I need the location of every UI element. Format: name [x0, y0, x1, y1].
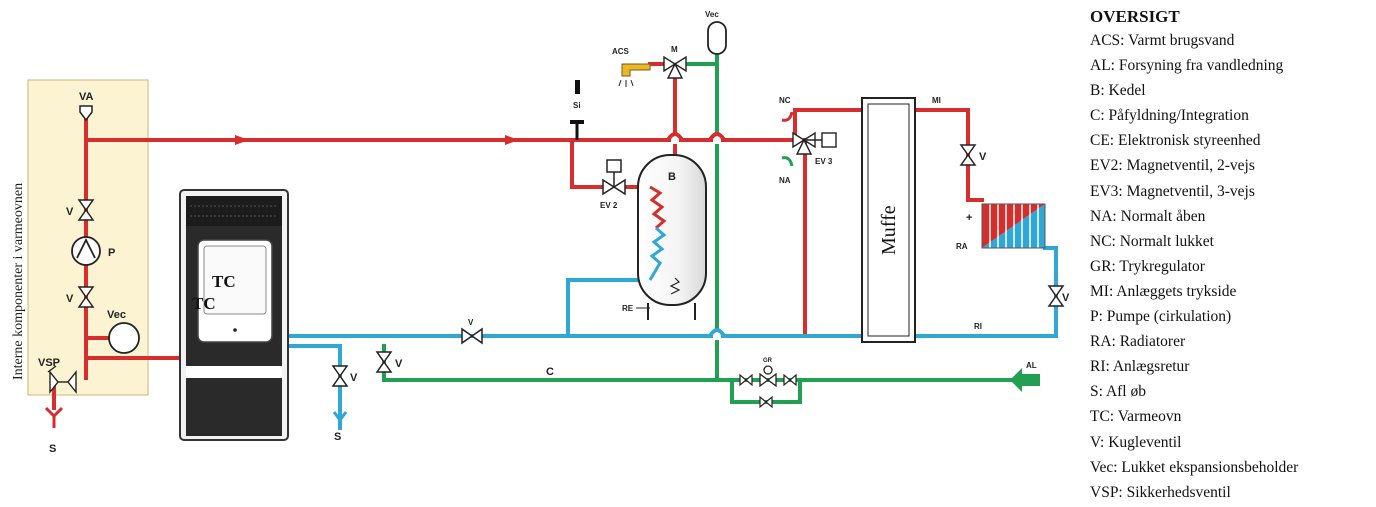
flow-arrow [235, 135, 249, 145]
legend-item: EV2: Magnetventil, 2-vejs [1090, 157, 1255, 175]
mi-label: MI [932, 96, 941, 105]
hydraulic-diagram: Interne komponenter i varmeovnen [11, 10, 1070, 455]
legend-item: B: Kedel [1090, 82, 1146, 100]
gr-label: GR [763, 358, 773, 364]
pipe-crossover-gap [713, 136, 721, 144]
legend-item: NA: Normalt åben [1090, 207, 1206, 225]
pipe-crossover-gap [671, 136, 679, 144]
valve-v-label: V [395, 358, 403, 370]
pressure-regulator-icon [739, 365, 797, 409]
c-label: C [546, 366, 554, 378]
valve-v-label: V [979, 151, 987, 163]
acs-label: ACS [612, 47, 630, 56]
legend-item: NC: Normalt lukket [1090, 232, 1214, 250]
legend-item: ACS: Varmt brugsvand [1090, 32, 1235, 49]
legend-title: OVERSIGT [1090, 7, 1180, 26]
legend-item: CE: Elektronisk styreenhed [1090, 132, 1261, 150]
legend-item: RI: Anlægsretur [1090, 358, 1190, 376]
radiator-plus: + [966, 212, 972, 224]
pipe-crossover [708, 328, 726, 338]
ball-valve-icon [959, 144, 977, 166]
ball-valve-icon [461, 327, 483, 345]
tc-door-label: TC [212, 272, 236, 291]
drain-s-label: S [334, 431, 341, 443]
legend-item: GR: Trykregulator [1090, 257, 1205, 275]
boiler-b [637, 154, 707, 320]
m-label: M [671, 45, 678, 54]
muffe-label: Muffe [878, 205, 900, 255]
valve-v-label: V [66, 206, 74, 218]
ri-label: RI [974, 322, 982, 331]
legend-item: C: Påfyldning/Integration [1090, 107, 1249, 125]
expansion-vessel-icon [108, 322, 140, 354]
legend-item: RA: Radiatorer [1090, 333, 1186, 351]
na-symbol-icon [781, 156, 794, 167]
tc-side-label: TC [192, 294, 216, 313]
safety-valve-icon [47, 365, 77, 394]
pump-p-label: P [108, 247, 115, 259]
pipe-crossover [708, 132, 726, 142]
pipe-crossover [666, 132, 684, 142]
ball-valve-icon [77, 199, 95, 221]
nc-symbol-icon [781, 111, 794, 122]
ev2-label: EV 2 [600, 201, 618, 210]
drain-icon [44, 406, 64, 428]
legend-item: TC: Varmeovn [1090, 408, 1182, 426]
si-safety-icon [570, 80, 584, 140]
legend-item: MI: Anlæggets trykside [1090, 282, 1237, 300]
vsp-label: VSP [38, 357, 60, 369]
ev2-valve-icon [602, 159, 626, 196]
radiator-ra [981, 203, 1046, 249]
vec-top-label: Vec [705, 10, 719, 19]
drain-icon [332, 411, 348, 423]
ball-valve-icon [1047, 285, 1065, 307]
flow-arrow [505, 135, 519, 145]
valve-v-label: V [350, 372, 358, 384]
va-label: VA [79, 91, 94, 103]
valve-v-label: V [66, 293, 74, 305]
stove-tc [179, 189, 289, 441]
legend-item: P: Pumpe (cirkulation) [1090, 308, 1232, 326]
ev3-label: EV 3 [815, 157, 833, 166]
ball-valve-icon [331, 365, 349, 387]
drain-s-label: S [49, 443, 56, 455]
re-label: RE [622, 304, 634, 313]
legend-item: V: Kugleventil [1090, 433, 1182, 451]
al-label: AL [1026, 361, 1037, 370]
legend-item: S: Afl øb [1090, 383, 1146, 401]
si-label: Si [573, 101, 581, 110]
expansion-vessel-icon [707, 21, 727, 55]
muffe-vessel [861, 97, 916, 343]
va-vent-icon [79, 105, 93, 122]
ball-valve-icon [375, 351, 393, 373]
legend-item: VSP: Sikkerhedsventil [1090, 483, 1231, 501]
legend-item: AL: Forsyning fra vandledning [1090, 57, 1284, 75]
valve-v-label: V [468, 318, 474, 327]
nc-label: NC [779, 96, 791, 105]
pump-icon [71, 236, 101, 266]
panel-label: Interne komponenter i varmeovnen [11, 183, 26, 380]
legend: OVERSIGT ACS: Varmt brugsvand AL: Forsyn… [1090, 6, 1372, 505]
valve-v-label: V [1062, 292, 1070, 304]
pipe-crossover-gap [713, 332, 721, 340]
al-supply-arrow [1010, 368, 1040, 392]
boiler-b-label: B [668, 171, 676, 183]
ball-valve-icon [77, 286, 95, 308]
legend-item: EV3: Magnetventil, 3-vejs [1090, 182, 1255, 200]
legend-item: Vec: Lukket ekspansionsbeholder [1090, 458, 1299, 476]
ra-label: RA [956, 242, 968, 251]
acs-faucet-icon [618, 63, 651, 87]
mixing-valve-icon [663, 55, 687, 79]
ev3-valve-icon [792, 131, 837, 155]
vec-left-label: Vec [107, 309, 126, 321]
na-label: NA [779, 176, 791, 185]
